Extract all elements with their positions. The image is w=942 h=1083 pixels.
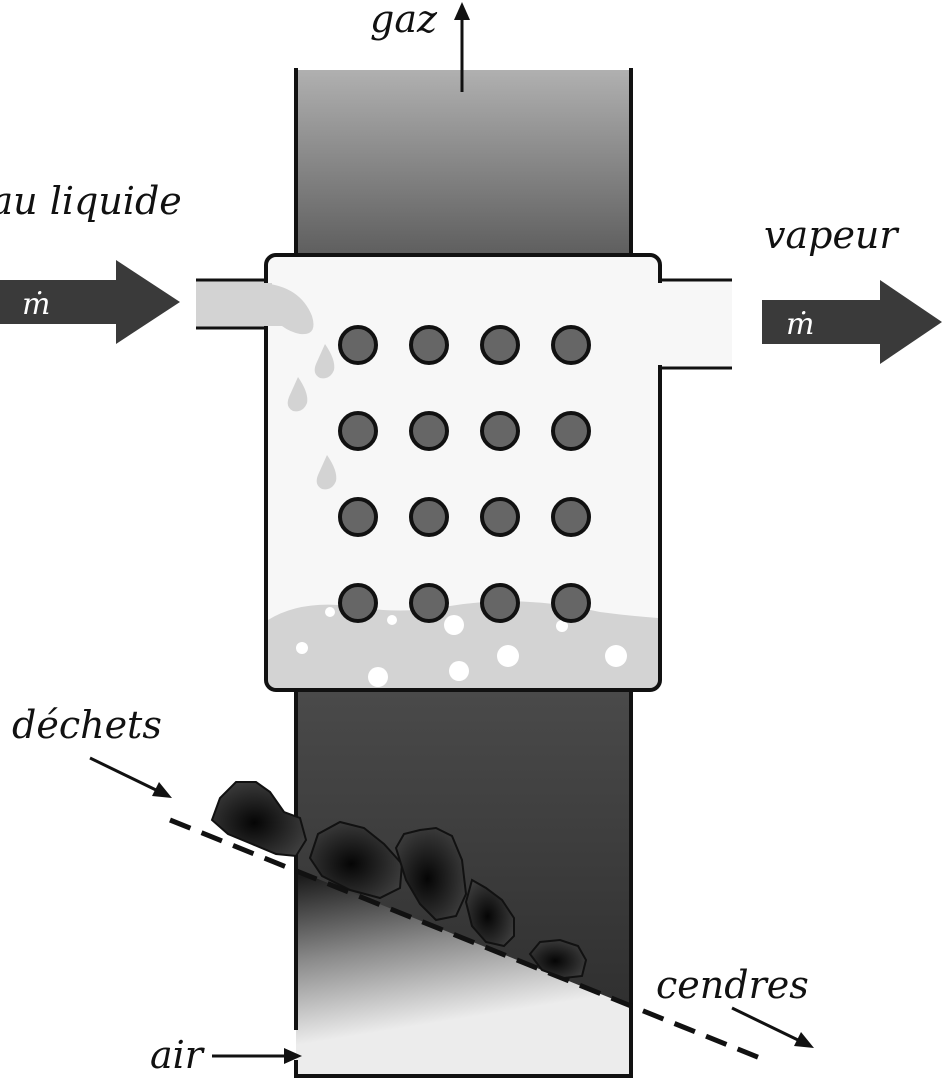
steam-outlet-flow-arrow <box>762 280 942 364</box>
tube <box>480 411 520 451</box>
waste-piece <box>210 781 308 858</box>
tube <box>480 583 520 623</box>
mass-flow-in-label: ṁ <box>22 287 50 322</box>
water-inlet-pipe <box>196 280 274 328</box>
tube <box>409 583 449 623</box>
gas-arrow <box>454 2 470 92</box>
tube <box>551 583 591 623</box>
air-label: air <box>150 1033 206 1077</box>
tube <box>338 497 378 537</box>
tube <box>409 497 449 537</box>
tube <box>409 325 449 365</box>
tube <box>480 497 520 537</box>
liquid-water-label: eau liquide <box>0 179 182 223</box>
water-droplets <box>287 344 337 490</box>
steam-outlet-pipe <box>654 280 732 368</box>
tube <box>480 325 520 365</box>
water-inlet-flow-arrow <box>0 260 180 344</box>
mass-flow-out-label: ṁ <box>786 307 814 342</box>
tube <box>409 411 449 451</box>
waste-piece <box>394 826 468 922</box>
waste-piece <box>464 878 515 948</box>
water-bubbles <box>296 607 627 687</box>
tube <box>551 325 591 365</box>
waste-pieces <box>210 781 588 980</box>
gas-label: gaz <box>370 0 438 41</box>
tube <box>551 411 591 451</box>
tube <box>338 411 378 451</box>
waste-arrow <box>89 756 172 798</box>
tube <box>551 497 591 537</box>
air-arrow <box>212 1048 302 1064</box>
waste-piece <box>528 938 588 980</box>
steam-label: vapeur <box>764 213 900 257</box>
tube <box>338 325 378 365</box>
tube-bundle <box>338 325 591 623</box>
tube <box>338 583 378 623</box>
upper-flue-gas <box>296 70 631 260</box>
ash-arrow <box>731 1006 814 1048</box>
waste-label: déchets <box>12 703 162 747</box>
ash-label: cendres <box>656 963 809 1007</box>
grate-line <box>169 817 766 1063</box>
water-stream <box>262 283 314 335</box>
